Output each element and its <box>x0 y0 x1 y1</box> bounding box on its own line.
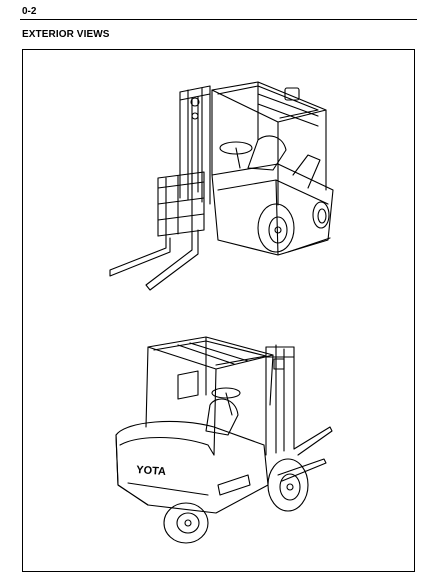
page-number: 0-2 <box>22 6 37 17</box>
rear-brand-lettering: YOTA <box>136 464 167 478</box>
forklift-rear-view-illustration: YOTA <box>98 335 333 545</box>
figure-frame: YOTA <box>22 49 415 572</box>
header-rule <box>20 19 417 20</box>
section-title: EXTERIOR VIEWS <box>22 29 110 40</box>
forklift-front-view-illustration <box>108 80 338 295</box>
